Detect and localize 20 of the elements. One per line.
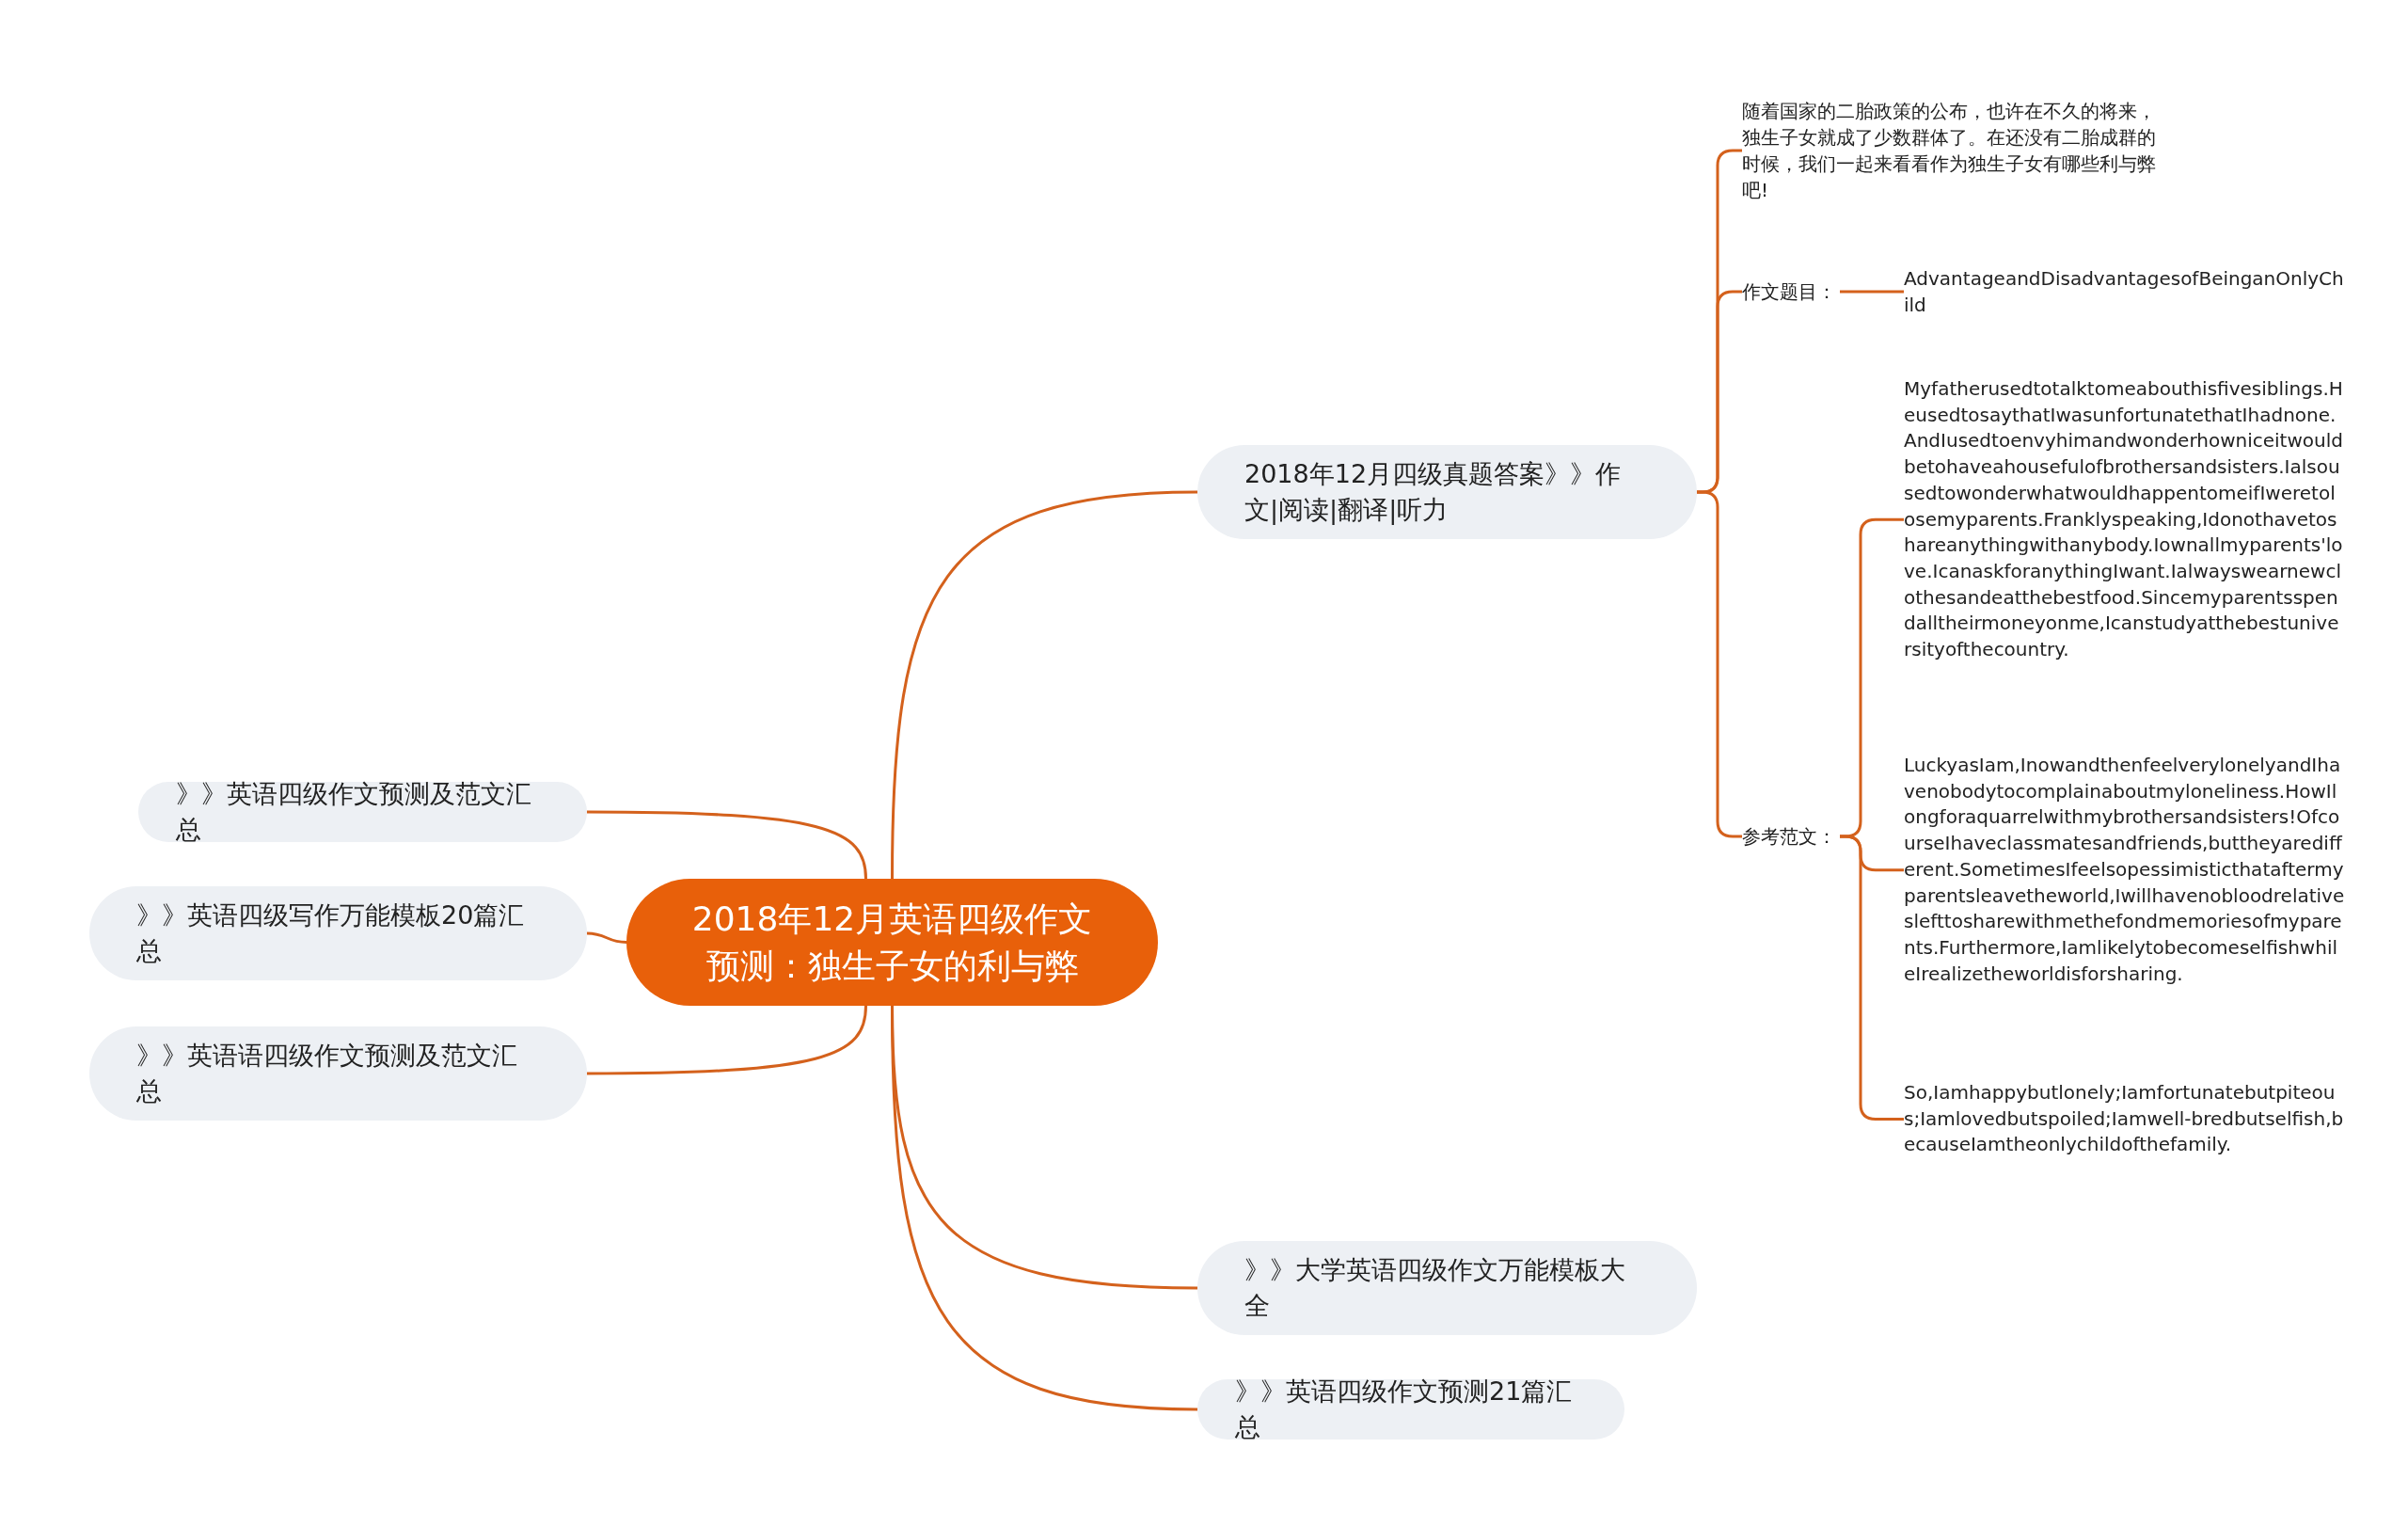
essay-title-text: AdvantageandDisadvantagesofBeinganOnlyChild	[1904, 265, 2346, 318]
connector-line	[587, 810, 867, 880]
connector-line	[1840, 835, 1904, 1121]
topic-pill: 》》大学英语四级作文万能模板大全	[1197, 1241, 1697, 1335]
topic-pill: 》》英语语四级作文预测及范文汇总	[89, 1026, 587, 1121]
central-topic: 2018年12月英语四级作文预测：独生子女的利与弊	[626, 879, 1158, 1006]
connector-line	[891, 490, 1198, 880]
topic-pill: 》》英语四级写作万能模板20篇汇总	[89, 886, 587, 980]
connector-line	[586, 931, 627, 944]
paragraph-text: LuckyasIam,InowandthenfeelverylonelyandIhavenobodytocomplainaboutmyloneliness.HowIlongforaquarrelwithmybrothersandsisters!OfcourseIhaveclassmatesandfriends,buttheyaredifferent.SometimesIfeelsopessimisticthataftermyparentsleavetheworld,Iwillhavenobloodrelativeslefttosharewithmethefondmemoriesofmyparents.Furthermore,IamlikelytobecomeselfishwhileIrealizetheworldisforsharing.	[1904, 753, 2346, 988]
paragraph-text: So,Iamhappybutlonely;Iamfortunatebutpiteous;Iamlovedbutspoiled;Iamwell-bredbutselfish,becauseIamtheonlychildofthefamily.	[1904, 1080, 2346, 1159]
paragraph-text: Myfatherusedtotalktomeabouthisfivesiblings.HeusedtosaythatIwasunfortunatethatIhadnone.AndIusedtoenvyhimandwonderhowniceitwouldbetohaveahousefulofbrothersandsisters.IalsousedtowonderwhatwouldhappentomeifIweretolosemyparents.Franklyspeaking,Idonothavetoshareanythingwithanybody.Iownallmyparents'love.IcanaskforanythingIwant.Ialwayswearnewclothesandeatthebestfood.Sincemyparentsspendalltheirmoneyonme,Icanstudyatthebestuniversityofthecountry.	[1904, 376, 2346, 663]
topic-pill: 》》英语四级作文预测及范文汇总	[138, 782, 587, 842]
connector-line	[1840, 290, 1904, 294]
intro-text: 随着国家的二胎政策的公布，也许在不久的将来，独生子女就成了少数群体了。在还没有二胎成群的时候，我们一起来看看作为独生子女有哪些利与弊吧!	[1742, 98, 2165, 203]
topic-pill: 2018年12月四级真题答案》》作文|阅读|翻译|听力	[1197, 445, 1697, 539]
topic-pill: 》》英语四级作文预测21篇汇总	[1197, 1379, 1624, 1440]
connector-line	[587, 1005, 867, 1075]
topic-label: 作文题目：	[1742, 278, 1840, 305]
sample-label: 参考范文：	[1742, 823, 1840, 850]
